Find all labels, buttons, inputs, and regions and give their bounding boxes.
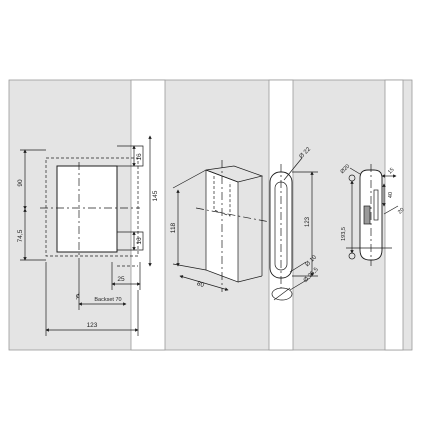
dim-145-label: 145 bbox=[152, 190, 159, 201]
iso-dim-118-ext-bottom bbox=[172, 263, 207, 271]
dim-74-5-label: 74,5 bbox=[17, 229, 24, 242]
bottom-step bbox=[117, 231, 144, 251]
handle-leader-25-5 bbox=[289, 277, 311, 291]
dim-25-label: 25 bbox=[117, 276, 125, 283]
dim-16-bottom-label: 16 bbox=[136, 237, 143, 245]
iso-view bbox=[172, 160, 271, 292]
pocket-plate bbox=[56, 165, 118, 253]
lock-dim-20-line bbox=[383, 205, 399, 215]
iso-dim-80-line bbox=[179, 275, 229, 291]
iso-edge-bottom bbox=[237, 275, 263, 283]
lock-dim-20-label: 20 bbox=[397, 207, 406, 216]
dim-90-label: 90 bbox=[17, 179, 24, 187]
dim-16-top-label: 16 bbox=[136, 153, 143, 161]
iso-dim-80-label: 80 bbox=[196, 280, 205, 289]
lock-view-labels: Ø20 15 40 20 193,5 bbox=[339, 163, 405, 240]
handle-dim-123-label: 123 bbox=[305, 216, 311, 227]
wall-gap-3 bbox=[384, 79, 404, 351]
center-symbol: ȼ bbox=[76, 293, 80, 300]
dim-123-label: 123 bbox=[87, 322, 98, 329]
lock-view bbox=[346, 164, 399, 266]
iso-view-labels: 118 80 bbox=[170, 222, 205, 289]
lock-leader-20-dia bbox=[349, 167, 361, 175]
iso-center-line bbox=[195, 207, 271, 223]
backset-label: Backset 70 bbox=[94, 297, 121, 303]
lock-dim-20-dia-label: Ø20 bbox=[339, 163, 351, 175]
lock-latch bbox=[363, 205, 371, 225]
handle-view bbox=[269, 157, 318, 301]
top-step bbox=[117, 145, 144, 167]
handle-leader-22 bbox=[283, 157, 303, 181]
handle-leader-10 bbox=[289, 261, 307, 273]
cutout-outline bbox=[45, 157, 139, 257]
iso-dim-118-ext-top bbox=[172, 169, 207, 189]
wall-gap-1 bbox=[130, 79, 166, 351]
lock-dim-40-label: 40 bbox=[388, 192, 394, 198]
handle-rosette-slash bbox=[273, 287, 291, 301]
lock-dim-15-label: 15 bbox=[387, 167, 396, 176]
iso-dim-118-label: 118 bbox=[170, 222, 177, 233]
lock-dim-193-5-label: 193,5 bbox=[341, 227, 347, 241]
front-view-labels: 90 74,5 16 145 16 25 Backset 70 ȼ 123 bbox=[17, 153, 159, 329]
lock-slot bbox=[373, 189, 379, 221]
front-view bbox=[20, 135, 152, 336]
